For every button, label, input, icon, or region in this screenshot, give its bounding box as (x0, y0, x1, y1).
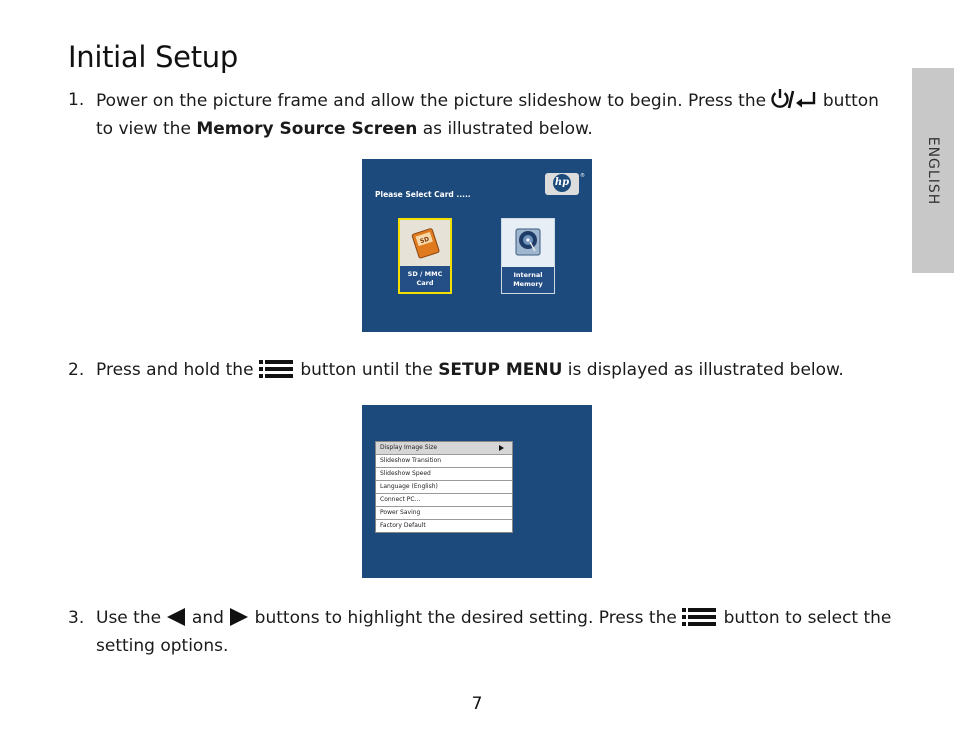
sd-card-icon: SD (408, 226, 442, 264)
menu-icon (258, 359, 295, 386)
setup-menu-screen: Display Image Size Slideshow Transition … (362, 405, 592, 578)
hard-disk-icon (511, 225, 545, 263)
language-tab: ENGLISH (912, 68, 954, 273)
right-arrow-icon (229, 607, 249, 634)
step-text: Press and hold the button until the SETU… (96, 358, 898, 386)
menu-item-slideshow-speed[interactable]: Slideshow Speed (376, 468, 512, 481)
internal-memory-option[interactable]: Internal Memory (501, 218, 555, 294)
step-1: 1. Power on the picture frame and allow … (68, 88, 898, 141)
submenu-arrow-icon (499, 445, 504, 451)
left-arrow-icon (166, 607, 186, 634)
memory-source-screen-label: Memory Source Screen (196, 119, 418, 139)
step-number: 3. (68, 608, 85, 628)
language-tab-label: ENGLISH (925, 136, 941, 205)
internal-memory-caption: Internal Memory (502, 267, 554, 293)
svg-text:SD: SD (419, 236, 430, 246)
page-number: 7 (471, 694, 483, 714)
setup-menu-list: Display Image Size Slideshow Transition … (375, 441, 513, 533)
menu-item-language[interactable]: Language (English) (376, 481, 512, 494)
menu-item-power-saving[interactable]: Power Saving (376, 507, 512, 520)
step-number: 1. (68, 90, 85, 110)
menu-icon (682, 607, 718, 634)
step-number: 2. (68, 360, 85, 380)
step-text: Use the and buttons to highlight the des… (96, 607, 892, 656)
memory-source-screen: Please Select Card ..... hp ® SD SD / MM… (362, 159, 592, 332)
step-3: 3. Use the and buttons to highlight the … (68, 606, 898, 658)
step-2: 2. Press and hold the button until the S… (68, 358, 898, 386)
select-card-prompt: Please Select Card ..... (375, 190, 471, 199)
menu-item-connect-pc[interactable]: Connect PC... (376, 494, 512, 507)
setup-menu-label: SETUP MENU (438, 360, 563, 380)
sd-mmc-card-option[interactable]: SD SD / MMC Card (398, 218, 452, 294)
menu-item-factory-default[interactable]: Factory Default (380, 522, 426, 529)
hp-logo: hp ® (545, 173, 585, 195)
sd-card-caption: SD / MMC Card (400, 266, 450, 292)
power-enter-icon (771, 88, 817, 117)
menu-item-display-image-size[interactable]: Display Image Size (376, 442, 512, 455)
page-title: Initial Setup (68, 40, 238, 74)
menu-item-slideshow-transition[interactable]: Slideshow Transition (376, 455, 512, 468)
step-text: Power on the picture frame and allow the… (96, 88, 898, 141)
